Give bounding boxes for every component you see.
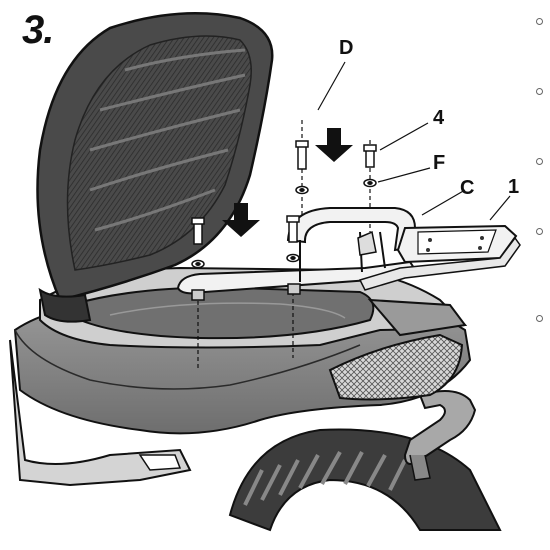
callout-1: 1 — [508, 176, 520, 198]
edge-bullet — [536, 158, 543, 165]
tail-light — [328, 333, 464, 401]
rack-plate — [176, 207, 521, 295]
callout-d: D — [339, 37, 354, 59]
callout-4: 4 — [433, 107, 445, 129]
bolts — [191, 140, 377, 301]
step-number: 3. — [22, 8, 54, 52]
rear-wheel — [228, 428, 502, 532]
edge-bullet — [536, 88, 543, 95]
down-arrow-icon — [222, 203, 260, 237]
rear-grab-handle — [403, 390, 477, 481]
down-arrow-icon — [315, 128, 353, 162]
edge-bullet — [536, 315, 543, 322]
callout-c: C — [460, 177, 475, 199]
callout-f: F — [433, 152, 446, 174]
storage-compartment — [39, 266, 468, 349]
seat — [36, 12, 274, 323]
leader-lines — [317, 61, 511, 221]
edge-bullet — [536, 228, 543, 235]
edge-bullet — [536, 18, 543, 25]
